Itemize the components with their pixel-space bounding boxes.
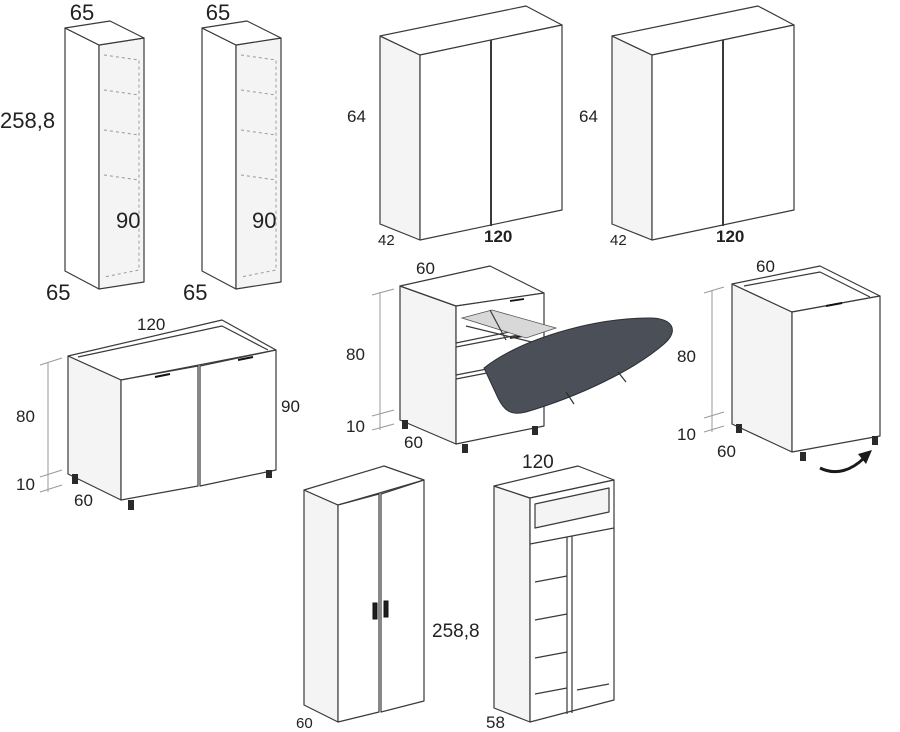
- ironing-rail: [489, 309, 507, 341]
- wall-unit-1-height: 64: [347, 107, 366, 126]
- tall-unit-1-width: 65: [70, 0, 94, 25]
- wardrobe-open-shelf: [534, 687, 568, 695]
- base-unit-double: 120 80 10 60 90: [16, 315, 300, 510]
- leg-icon: [532, 426, 538, 435]
- dimension-line: [703, 425, 725, 433]
- base-unit-single-top-inner: [743, 271, 871, 298]
- tall-unit-1-shelves-outline: [103, 54, 140, 278]
- wardrobe-open-shelf: [534, 651, 568, 659]
- tall-unit-2-front: [201, 27, 237, 290]
- wardrobe-open-height: 258,8: [432, 621, 480, 642]
- base-unit-double-handle: [237, 356, 254, 361]
- wardrobe-closed-door-left: [337, 493, 380, 723]
- base-unit-double-side-height: 90: [281, 397, 300, 416]
- dimension-line: [371, 409, 395, 417]
- base-unit-single: 60 80 10 60: [677, 257, 881, 474]
- dimension-line: [371, 288, 395, 296]
- wardrobe-closed-side: [303, 489, 339, 723]
- wall-unit-2-side: [611, 35, 653, 241]
- leg-icon: [462, 444, 468, 453]
- wardrobe-open-top-shelf: [534, 487, 610, 529]
- wardrobe-open-shelf: [534, 613, 568, 621]
- wardrobe-open-shelf: [576, 683, 610, 691]
- leg-icon: [800, 452, 806, 461]
- ironing-board-leg: [617, 371, 627, 383]
- dimension-line: [703, 411, 725, 419]
- dimension-line: [703, 286, 725, 294]
- base-unit-double-door-right: [199, 349, 277, 487]
- ironing-rail: [460, 309, 558, 339]
- leg-icon: [736, 424, 742, 433]
- dimension-line: [39, 357, 63, 366]
- wall-unit-2-depth: 42: [610, 232, 627, 249]
- base-unit-single-legs: 10: [677, 425, 696, 444]
- wardrobe-handle: [383, 600, 389, 618]
- wardrobe-open-width: 120: [522, 452, 554, 473]
- wall-unit-2-width: 120: [716, 227, 744, 246]
- leg-icon: [128, 500, 134, 510]
- ironing-unit-height: 80: [346, 345, 365, 364]
- dimension-line: [39, 469, 63, 478]
- wall-unit-1-width: 120: [484, 227, 512, 246]
- wardrobe-closed-door-right: [380, 479, 425, 713]
- tall-unit-1-top: [64, 20, 145, 46]
- tall-unit-2-shelves-outline: [240, 54, 277, 278]
- tall-unit-1-height: 258,8: [0, 108, 55, 133]
- base-unit-single-door: [791, 295, 881, 453]
- base-unit-single-handle: [825, 302, 843, 307]
- tall-unit-1-depth: 65: [46, 280, 70, 305]
- ironing-unit-side: [399, 285, 457, 445]
- wall-unit-2-height: 64: [579, 107, 598, 126]
- ironing-board-icon: [483, 317, 673, 414]
- wardrobe-handle: [372, 602, 378, 620]
- tall-unit-2-width: 65: [206, 0, 230, 25]
- tall-unit-2-depth: 65: [183, 280, 207, 305]
- ironing-unit-handle: [509, 298, 525, 302]
- wardrobe-open-depth: 58: [486, 713, 505, 732]
- tall-unit-2-inner-height: 90: [252, 208, 276, 233]
- tall-unit-2-side: [235, 37, 282, 290]
- ironing-board-leg: [565, 391, 575, 405]
- leg-icon: [402, 420, 408, 429]
- tall-unit-2-top: [201, 20, 282, 46]
- ironing-unit-width: 60: [416, 259, 435, 278]
- tall-unit-1-inner-height: 90: [116, 208, 140, 233]
- ironing-unit-depth: 60: [404, 433, 423, 452]
- dimension-line: [39, 484, 63, 493]
- base-unit-double-width: 120: [137, 315, 165, 334]
- base-unit-double-handle: [154, 373, 171, 378]
- wall-unit-1-side: [379, 35, 421, 241]
- leg-icon: [872, 436, 878, 445]
- base-unit-single-depth: 60: [717, 442, 736, 461]
- tall-unit-1-side: [98, 37, 145, 290]
- leg-icon: [72, 474, 78, 484]
- tall-unit-2: 65 90 65: [183, 0, 282, 305]
- wall-unit-1: 64 42 120: [347, 5, 563, 249]
- leg-icon: [266, 470, 272, 478]
- ironing-unit-legs: 10: [346, 417, 365, 436]
- base-unit-single-height: 80: [677, 347, 696, 366]
- base-unit-double-height: 80: [16, 407, 35, 426]
- ironing-unit: 60 80 10 60: [346, 259, 673, 453]
- base-unit-single-width: 60: [756, 257, 775, 276]
- wardrobe-closed: 60: [296, 465, 425, 732]
- wardrobe-open-shelf: [534, 575, 568, 583]
- wardrobe-open-side: [493, 485, 531, 723]
- wardrobe-open: 120 258,8 58: [432, 452, 615, 732]
- tall-unit-1: 65 258,8 90 65: [0, 0, 145, 305]
- base-unit-double-legs: 10: [16, 475, 35, 494]
- dimension-line: [371, 423, 395, 431]
- base-unit-double-top-inner: [77, 325, 269, 358]
- wall-unit-1-depth: 42: [378, 232, 395, 249]
- base-unit-double-door-left: [120, 365, 199, 501]
- tall-unit-1-front: [64, 27, 100, 290]
- ironing-rails: [460, 309, 558, 345]
- base-unit-double-depth: 60: [74, 491, 93, 510]
- curved-arrow-icon: [819, 450, 872, 474]
- wall-unit-2: 64 42 120: [579, 5, 795, 249]
- wardrobe-closed-depth: 60: [296, 715, 313, 732]
